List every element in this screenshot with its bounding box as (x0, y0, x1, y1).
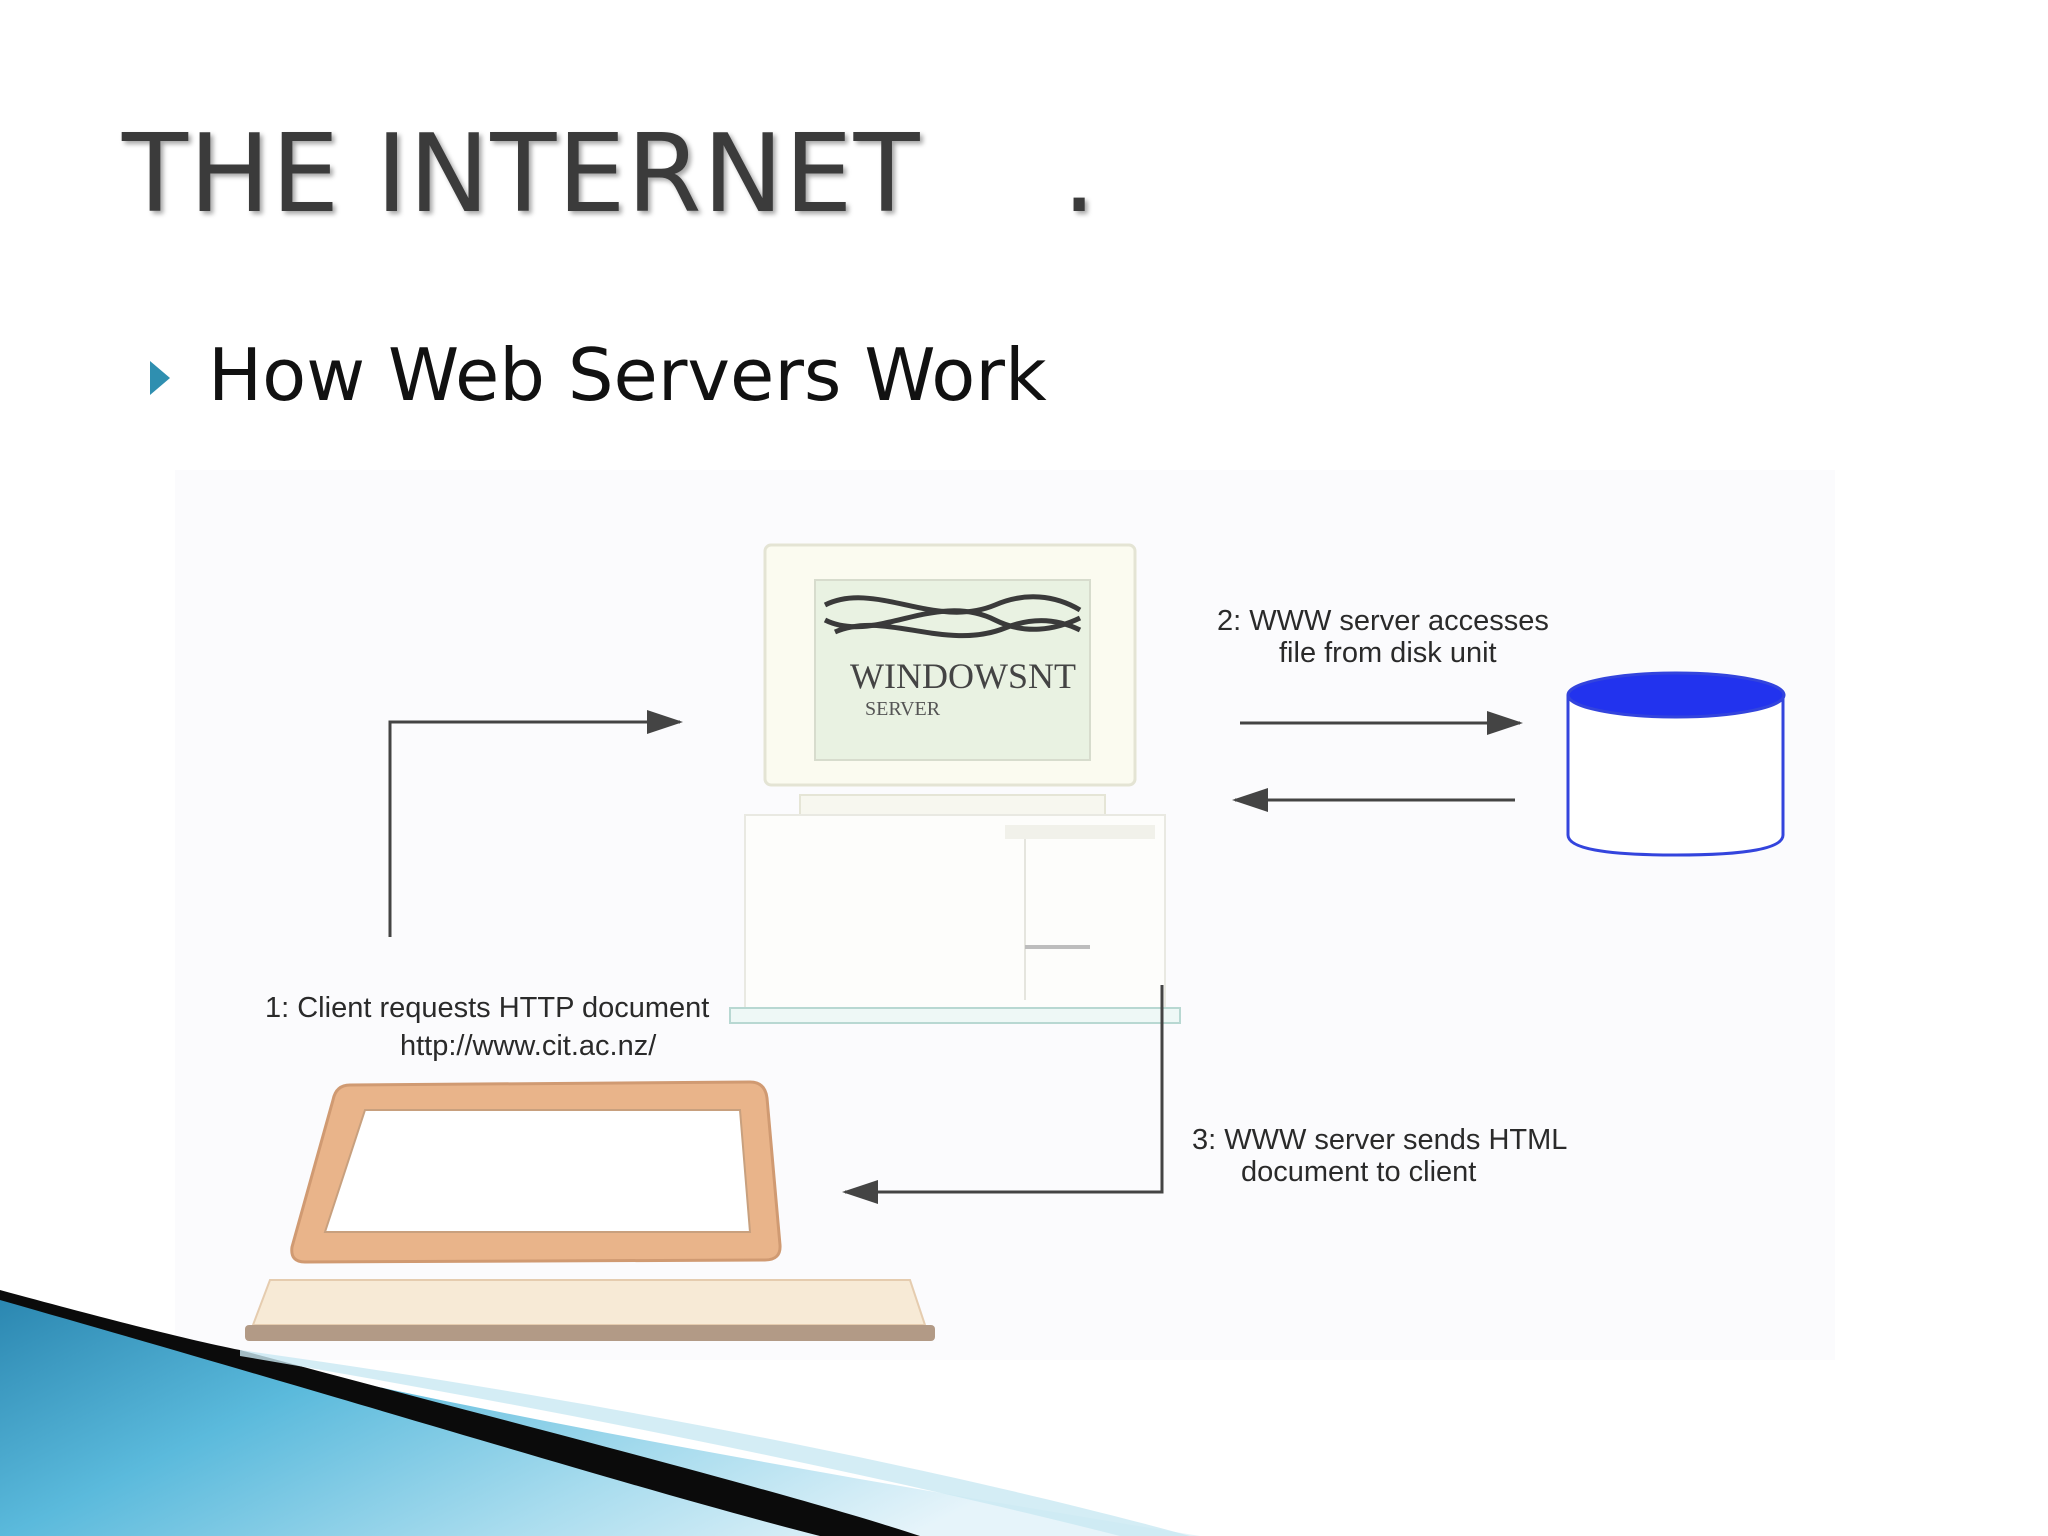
response-arrow (842, 985, 1164, 1204)
request-arrow (388, 710, 683, 937)
server-screen-subtext: SERVER (865, 698, 941, 720)
web-server-diagram: WINDOWSNT SERVER 2: WWW server accesses … (175, 470, 1835, 1360)
disk-access-arrows (1232, 711, 1523, 812)
step1-label-line2: http://www.cit.ac.nz/ (400, 1030, 657, 1062)
windows-nt-logo-icon (823, 594, 1082, 639)
server-computer-icon: WINDOWSNT SERVER (729, 543, 1181, 1024)
bullet-item: How Web Servers Work (150, 333, 1047, 417)
disk-unit-icon (1566, 671, 1786, 857)
step3-label-line2: document to client (1241, 1156, 1476, 1188)
step2-label-line1: 2: WWW server accesses (1217, 605, 1549, 637)
step1-label-line1: 1: Client requests HTTP document (265, 992, 709, 1024)
step3-label-line1: 3: WWW server sends HTML (1192, 1124, 1567, 1156)
server-screen-text: WINDOWSNT (850, 656, 1076, 696)
step2-label-line2: file from disk unit (1279, 637, 1497, 669)
slide-title: THE INTERNET . (122, 112, 1098, 237)
bullet-arrow-icon (150, 361, 170, 395)
bullet-text: How Web Servers Work (208, 333, 1047, 417)
